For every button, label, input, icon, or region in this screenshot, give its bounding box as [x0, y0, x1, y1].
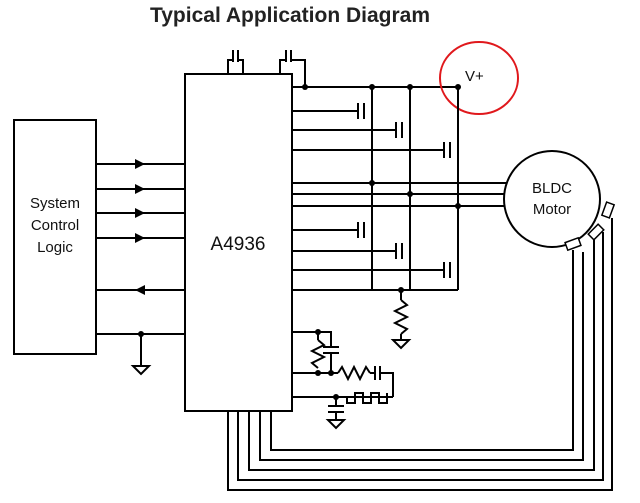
phase-outputs — [292, 180, 516, 209]
system-label-line-1: System — [30, 195, 80, 212]
control-signal-lines — [96, 159, 185, 376]
supply-label: V+ — [465, 68, 484, 85]
hall-sensor-wires — [227, 218, 613, 491]
a4936-chip-block: A4936 — [184, 73, 293, 412]
passive-network — [292, 329, 394, 430]
motor-label-line-1: BLDC — [532, 180, 572, 197]
diagram-title: Typical Application Diagram — [150, 4, 430, 27]
system-label-line-2: Control — [31, 217, 79, 234]
supply-rail: V+ — [292, 68, 484, 90]
system-label-line-3: Logic — [37, 239, 73, 256]
mosfet-bridge — [292, 87, 459, 350]
motor-label-line-2: Motor — [533, 201, 571, 218]
bldc-motor: BLDC Motor — [503, 150, 616, 252]
system-control-logic-block: System Control Logic — [13, 119, 97, 355]
top-capacitors — [227, 50, 306, 87]
chip-label: A4936 — [211, 234, 266, 255]
highlight-circle — [439, 41, 519, 115]
